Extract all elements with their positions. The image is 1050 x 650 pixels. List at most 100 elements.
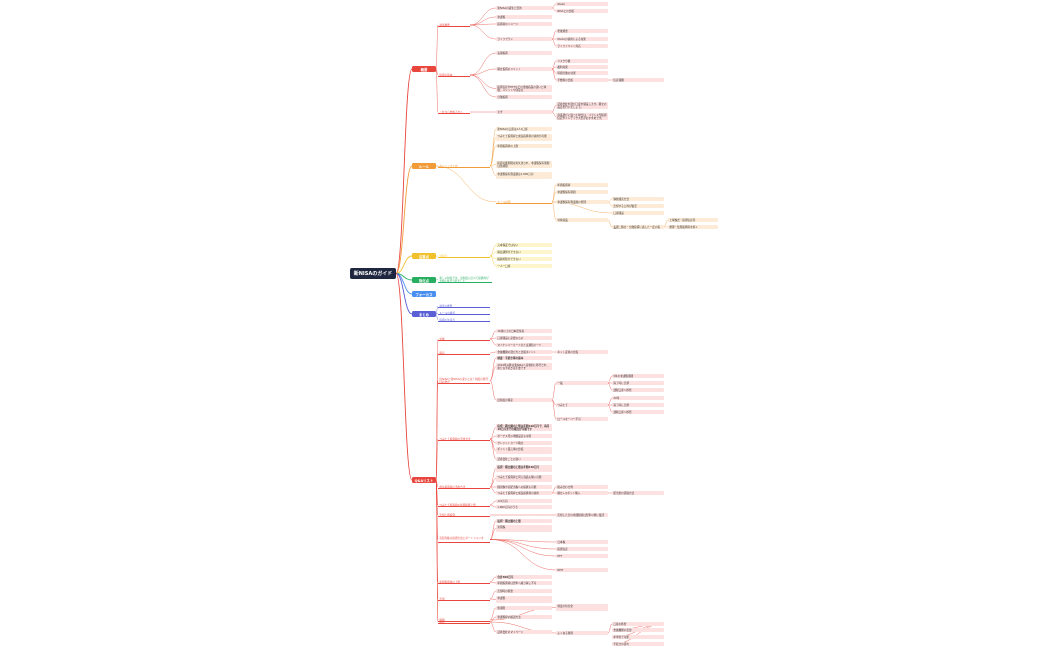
node-g2a[interactable]: 長期投資: [496, 51, 552, 55]
node-q10b[interactable]: 非課税: [496, 596, 552, 603]
node-q4d[interactable]: ポイント還元率の比較: [496, 447, 552, 454]
node-g1d1[interactable]: 老後資金: [556, 29, 608, 33]
node-g1b[interactable]: 非課税: [496, 15, 552, 19]
node-q5[interactable]: 成長投資枠の活用方法: [438, 485, 490, 489]
node-g2b[interactable]: 積立投資のメリット: [496, 67, 552, 71]
node-q8d[interactable]: 投資信託: [556, 547, 608, 551]
node-g1a1[interactable]: iDeCo: [556, 2, 608, 6]
node-q2a1[interactable]: ネット証券の比較: [556, 350, 608, 354]
branch-matome[interactable]: まとめ: [412, 311, 436, 317]
node-g2b4[interactable]: 手数料の比較: [556, 78, 608, 82]
node-q8[interactable]: 高配当株の投資方法とポートフォリオ: [438, 536, 490, 543]
node-q12b[interactable]: 証券会社のマイページ: [496, 630, 552, 634]
node-q6b[interactable]: 1,800万円のうち: [496, 505, 552, 509]
node-g1a[interactable]: 新NISAの誕生と目的: [496, 6, 552, 10]
node-q10a[interactable]: 売却時の税金: [496, 589, 552, 593]
node-q11a[interactable]: 無期限: [496, 606, 552, 610]
node-c1b[interactable]: 損益通算ができない: [496, 250, 552, 254]
branch-rule[interactable]: ルール: [412, 163, 436, 169]
node-q8a[interactable]: 投資・積立額の上限: [496, 519, 552, 523]
node-g1c[interactable]: 投資枠のイメージ: [496, 22, 552, 26]
node-q5d[interactable]: つみたて投資枠と成長投資枠の併用: [496, 491, 552, 495]
node-m1[interactable]: 制度の概要: [438, 304, 490, 308]
node-q1a[interactable]: 18歳以上の日本居住者: [496, 329, 552, 333]
node-q12a[interactable]: 非課税枠の確認方法: [496, 615, 552, 619]
node-r2e[interactable]: 対象商品: [556, 218, 608, 222]
node-q2a[interactable]: 金融機関の選び方と比較ポイント: [496, 350, 552, 354]
node-q4c[interactable]: クレジットカード積立: [496, 441, 552, 445]
node-r2b[interactable]: 非課税保有期間: [556, 190, 608, 194]
node-g2d[interactable]: 分散投資: [496, 95, 552, 99]
node-k1[interactable]: 新しい制度では、旧制度に比べて投資枠が大幅に拡大されました。: [438, 276, 492, 283]
node-r2c2[interactable]: 売却すると枠が復活: [612, 204, 664, 208]
node-q5c[interactable]: 個別株や高配当株への投資も可能: [496, 485, 552, 489]
node-g3a2[interactable]: 商品選びに迷った場合は、バランス型投資信託やインデックス型がおすすめです。: [556, 113, 608, 120]
branch-kyoka[interactable]: 強化点: [412, 277, 436, 283]
branch-qa[interactable]: Q&Aリスト: [412, 477, 436, 483]
node-q8e[interactable]: ETF: [556, 554, 608, 558]
node-q4a[interactable]: 投資・積立額の上限は年間120万円で、毎月10万円までの積立が可能です: [496, 424, 552, 431]
node-r2d[interactable]: 口座開設: [612, 211, 664, 215]
node-m2[interactable]: ルールの確認: [438, 311, 490, 315]
node-q3[interactable]: 旧NISAと新NISAの違いとは？制度の移行は必要か: [438, 377, 490, 384]
root-node[interactable]: 新NISAのガイド: [350, 268, 396, 279]
node-g2[interactable]: 投資の基本: [438, 73, 470, 77]
node-g1d3[interactable]: ライフイベント対応: [556, 44, 608, 48]
node-g3[interactable]: これから始める方へ: [438, 110, 470, 114]
node-q3c3[interactable]: ロールオーバー不可: [556, 417, 608, 421]
node-g2b3[interactable]: 時間分散の効果: [556, 71, 608, 75]
node-m3[interactable]: 投資の注意点: [438, 318, 490, 322]
node-q1c[interactable]: マイナンバーカードまたは通知カード: [496, 343, 552, 347]
node-q8c[interactable]: 日本株: [556, 540, 608, 544]
node-q4[interactable]: つみたて投資枠の活用方法: [438, 437, 490, 441]
node-r1[interactable]: ポイントまとめ: [438, 164, 490, 168]
branch-gaiyou[interactable]: 概要: [412, 66, 436, 72]
node-q3c1[interactable]: 一般: [556, 381, 608, 385]
node-q3c[interactable]: 旧制度の資産: [496, 398, 552, 402]
node-q1[interactable]: 対象: [438, 337, 490, 341]
node-q5d2[interactable]: 積立+スポット購入: [556, 491, 608, 495]
branch-chuui[interactable]: 注意点: [412, 253, 436, 259]
node-q10[interactable]: 売却: [438, 597, 490, 601]
node-q11b[interactable]: 制度の恒久化: [556, 604, 608, 611]
node-q3c1a[interactable]: 5年の非課税期間: [612, 374, 664, 378]
node-r1b[interactable]: つみたて投資枠と成長投資枠の併用が可能: [496, 134, 552, 141]
node-q7a[interactable]: 売却した分の非課税枠は翌年以降に復活: [556, 513, 608, 517]
node-c1a[interactable]: 元本保証ではない: [496, 243, 552, 247]
node-r1e[interactable]: 非課税保有限度額は1,800万円: [496, 172, 552, 179]
node-g2b1[interactable]: リスク分散: [556, 59, 608, 63]
node-q12c[interactable]: よくある質問: [556, 631, 608, 635]
node-r2a[interactable]: 年間投資枠: [556, 183, 608, 187]
node-q3c2b[interactable]: 満了時に売却: [612, 403, 664, 407]
node-q8f[interactable]: REIT: [556, 568, 608, 572]
node-q3c2c[interactable]: 課税口座へ移管: [612, 410, 664, 414]
node-q7[interactable]: 売却と再投資: [438, 513, 490, 517]
node-g1d2[interactable]: iDeCoの併用による効果: [556, 37, 608, 41]
node-g3a1[interactable]: 証券会社を選び口座を開設します。積立の設定を行いましょう。: [556, 102, 608, 109]
node-q4e[interactable]: 証券会社ごとの違い: [496, 457, 552, 461]
node-q4b[interactable]: ボーナス月の増額設定も可能: [496, 434, 552, 438]
node-g2b2[interactable]: 複利効果: [556, 65, 608, 69]
node-q11[interactable]: 期間: [438, 618, 490, 622]
node-q5d1[interactable]: 組み合わせ例: [556, 485, 608, 489]
node-g3a[interactable]: まず: [496, 110, 552, 114]
node-r2e3[interactable]: 整理・監理銘柄等を除く: [668, 225, 718, 229]
node-r2e2[interactable]: 上場株式・投資信託等: [668, 218, 718, 222]
node-q5d3[interactable]: 配当金の受取方法: [612, 491, 664, 495]
node-q6[interactable]: つみたて投資枠の年間投資上限: [438, 503, 490, 507]
node-q3b[interactable]: 2024年以降は新NISAへ自動的に移行され、新たな手続きは不要です: [496, 363, 552, 370]
node-q5b[interactable]: つみたて投資枠と同じ商品も購入可能: [496, 475, 552, 482]
node-g2b4a[interactable]: 信託報酬: [612, 78, 664, 82]
node-q12c1b[interactable]: 年単位で可能: [612, 635, 664, 639]
node-g1[interactable]: 制度概要: [438, 23, 470, 27]
node-g2c[interactable]: 投資信託やETFなどの金融商品の違いと特徴、メリットや注意点: [496, 85, 552, 92]
node-q12[interactable]: 確認: [438, 620, 490, 624]
node-q12c1c[interactable]: 手続きの流れ: [612, 642, 664, 646]
node-r2c1[interactable]: 簿価残高方式: [612, 197, 664, 201]
node-q3c2[interactable]: つみたて: [556, 403, 608, 407]
node-q9a[interactable]: 合計360万円: [496, 575, 552, 579]
node-q12c1[interactable]: 口座の移管: [612, 622, 664, 626]
node-r2e1[interactable]: 長期・積立・分散投資に適した一定の投資信託: [612, 225, 664, 229]
node-r2c[interactable]: 非課税保有限度額の管理: [556, 200, 608, 204]
node-q5a[interactable]: 投資・積立額の上限は年間240万円: [496, 465, 552, 472]
